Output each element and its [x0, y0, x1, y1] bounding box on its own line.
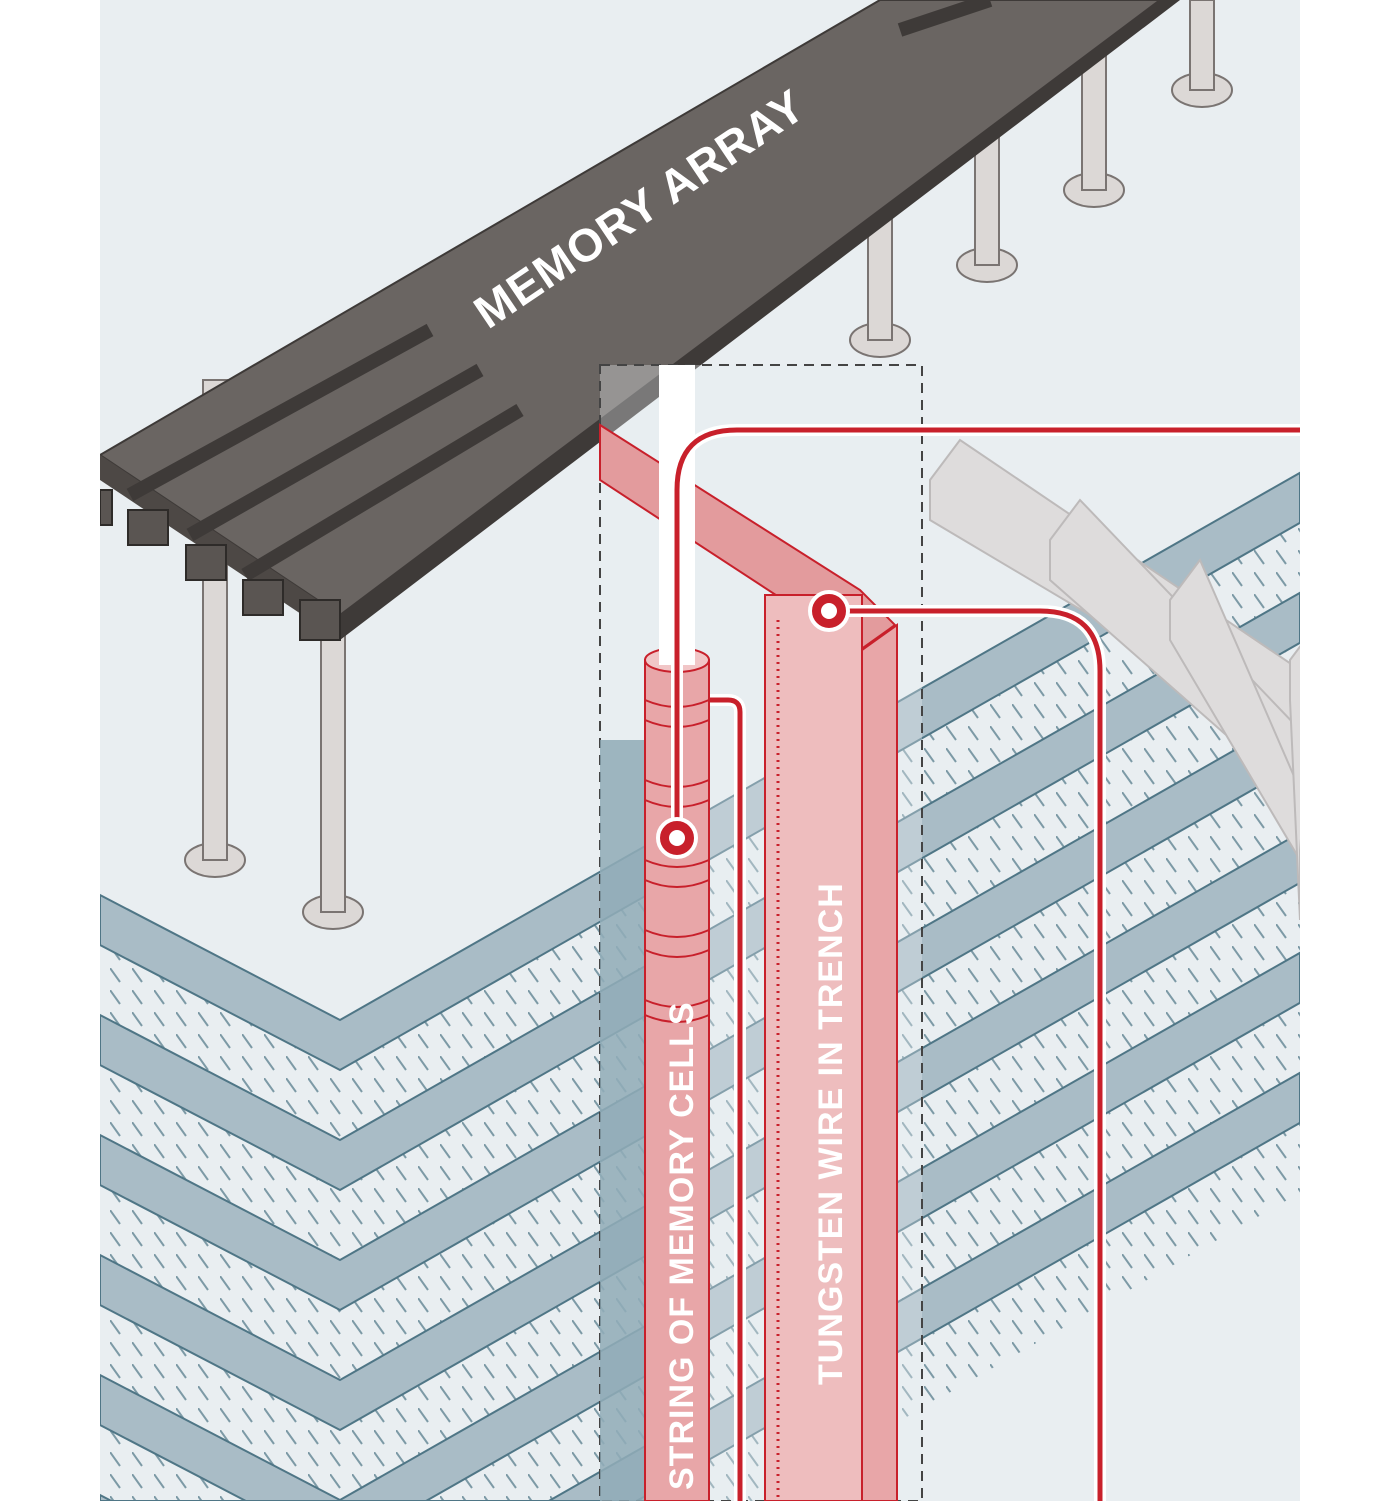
layer-slab — [100, 591, 1300, 1192]
gray-slab — [1169, 558, 1300, 862]
tungsten-wire-label: TUNGSTEN WIRE IN TRENCH — [812, 882, 850, 1385]
pillar-rod — [1189, 0, 1215, 91]
gray-slabs — [929, 438, 1300, 921]
gray-slab — [1289, 645, 1300, 921]
tungsten-wire-trench: TUNGSTEN WIRE IN TRENCH — [764, 594, 898, 1501]
layer-slab — [100, 831, 1300, 1432]
pillar-rod — [1081, 49, 1107, 191]
leader-lines — [656, 365, 1300, 1501]
memory-array-bar: MEMORY ARRAY — [100, 0, 1180, 641]
layer-slab — [100, 711, 1300, 1312]
layer-slab — [100, 471, 1300, 1072]
layer-hatch — [636, 1122, 1300, 1501]
string-of-cells-label: STRING OF MEMORY CELLS — [663, 1001, 701, 1490]
